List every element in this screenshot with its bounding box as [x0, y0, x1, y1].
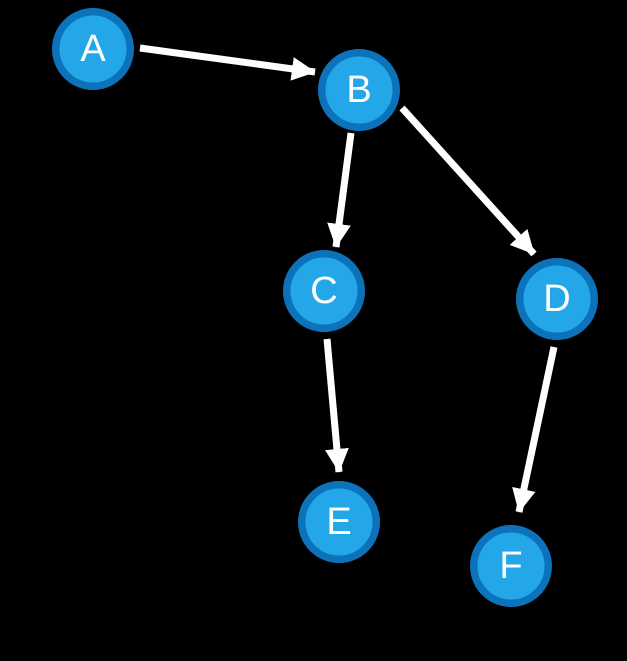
- node-F[interactable]: F: [470, 525, 552, 607]
- node-D-circle[interactable]: [516, 258, 598, 340]
- node-A[interactable]: A: [52, 8, 134, 90]
- node-D[interactable]: D: [516, 258, 598, 340]
- edge-D-F-arrow: [512, 346, 558, 513]
- edge-B-D-arrow: [399, 105, 537, 257]
- edge-C-E-arrow: [323, 338, 349, 473]
- nodes-layer: A B C D E F: [52, 8, 598, 607]
- node-A-circle[interactable]: [52, 8, 134, 90]
- edge-B-C-arrow: [327, 132, 355, 248]
- node-C[interactable]: C: [283, 250, 365, 332]
- edges-layer: [139, 44, 558, 513]
- node-B[interactable]: B: [318, 49, 400, 131]
- node-B-circle[interactable]: [318, 49, 400, 131]
- node-E[interactable]: E: [298, 481, 380, 563]
- node-E-circle[interactable]: [298, 481, 380, 563]
- node-F-circle[interactable]: [470, 525, 552, 607]
- edge-A-B-arrow: [139, 44, 316, 81]
- node-C-circle[interactable]: [283, 250, 365, 332]
